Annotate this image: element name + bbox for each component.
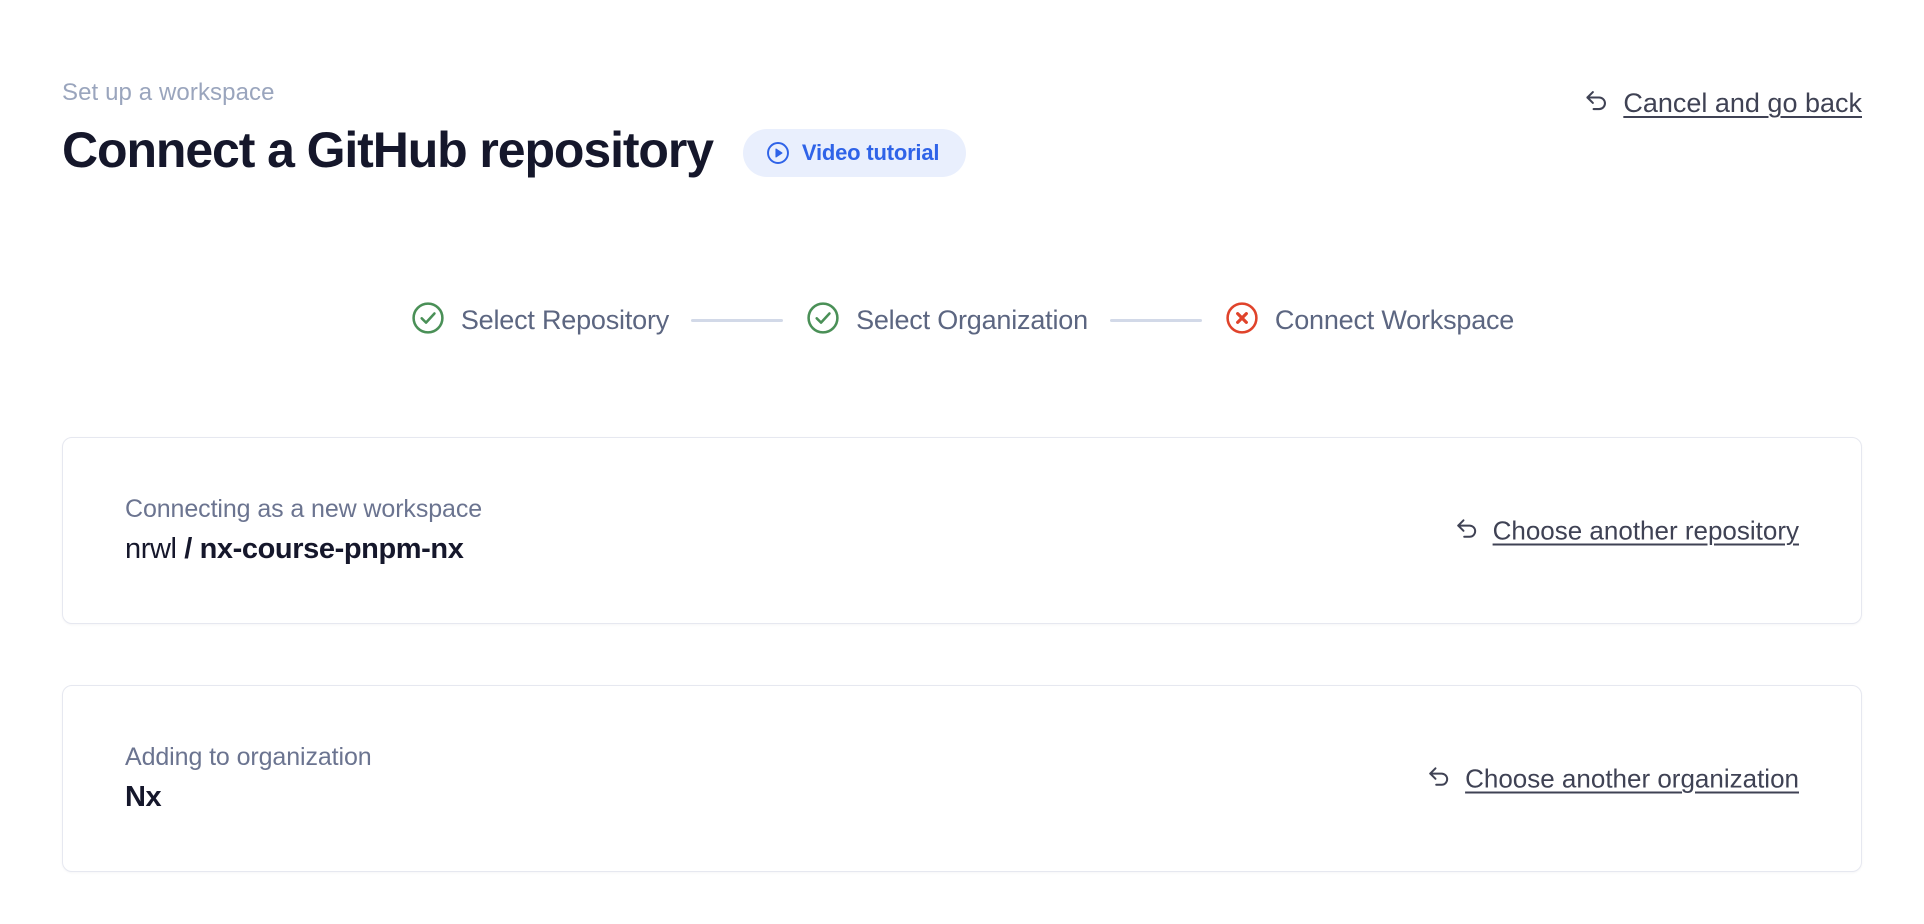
repository-separator: / — [184, 533, 192, 565]
arrow-uturn-left-icon — [1425, 762, 1453, 795]
step-connector — [1109, 319, 1202, 322]
choose-another-repository-label: Choose another repository — [1492, 515, 1799, 546]
choose-another-repository-link[interactable]: Choose another repository — [1453, 514, 1799, 547]
arrow-uturn-left-icon — [1582, 86, 1611, 120]
arrow-uturn-left-icon — [1453, 514, 1481, 547]
cancel-and-go-back-label: Cancel and go back — [1623, 88, 1862, 118]
repository-value: nrwl / nx-course-pnpm-nx — [125, 531, 482, 567]
choose-another-organization-label: Choose another organization — [1465, 763, 1799, 794]
title-row: Connect a GitHub repository Video tutori… — [62, 120, 1862, 180]
play-circle-icon — [765, 140, 791, 166]
page-header: Set up a workspace Connect a GitHub repo… — [62, 78, 1862, 180]
repository-owner: nrwl — [125, 533, 177, 565]
breadcrumb: Set up a workspace — [62, 79, 275, 106]
check-circle-icon — [410, 300, 446, 341]
step-connector — [691, 319, 784, 322]
repository-summary-card: Connecting as a new workspace nrwl / nx-… — [62, 437, 1862, 624]
step-label: Select Repository — [460, 305, 670, 335]
organization-summary-card: Adding to organization Nx Choose another… — [62, 685, 1862, 872]
organization-name: Nx — [125, 781, 162, 813]
progress-stepper: Select Repository Select Organization Co… — [0, 300, 1924, 341]
cancel-and-go-back-link[interactable]: Cancel and go back — [1582, 86, 1862, 120]
x-circle-icon — [1224, 300, 1260, 341]
video-tutorial-button[interactable]: Video tutorial — [742, 129, 967, 177]
choose-another-organization-link[interactable]: Choose another organization — [1425, 762, 1799, 795]
step-select-organization[interactable]: Select Organization — [805, 300, 1088, 341]
repository-texts: Connecting as a new workspace nrwl / nx-… — [125, 494, 482, 567]
step-label: Select Organization — [856, 305, 1088, 335]
repository-caption: Connecting as a new workspace — [125, 495, 483, 523]
check-circle-icon — [805, 300, 841, 341]
page-title: Connect a GitHub repository — [62, 122, 714, 178]
organization-texts: Adding to organization Nx — [125, 742, 372, 815]
step-connect-workspace[interactable]: Connect Workspace — [1224, 300, 1514, 341]
organization-caption: Adding to organization — [125, 743, 372, 771]
repository-name: nx-course-pnpm-nx — [199, 533, 464, 565]
video-tutorial-label: Video tutorial — [801, 140, 940, 165]
step-label: Connect Workspace — [1274, 305, 1515, 335]
step-select-repository[interactable]: Select Repository — [410, 300, 669, 341]
